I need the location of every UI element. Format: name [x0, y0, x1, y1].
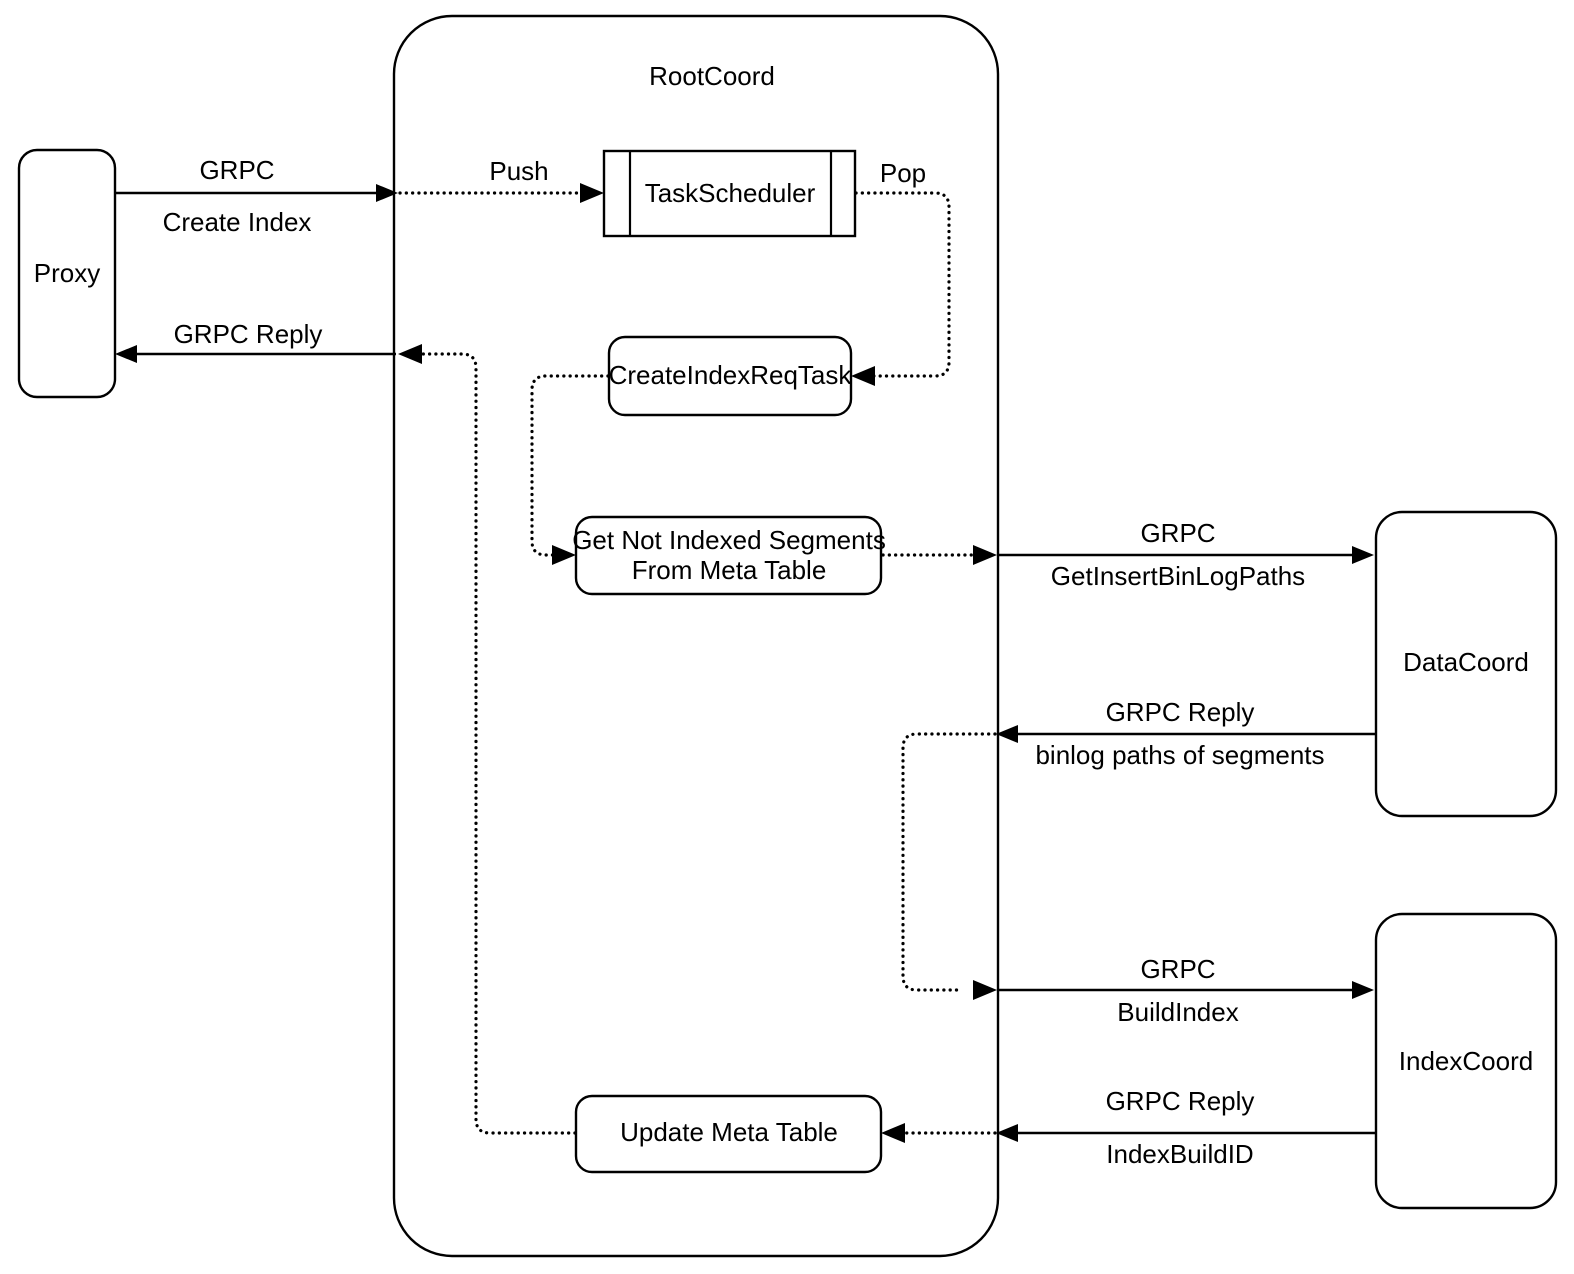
edge-rootcoord-to-proxy-label-line1: GRPC Reply [174, 319, 323, 349]
edge-datacoord-reply-label-line1: GRPC Reply [1106, 697, 1255, 727]
edge-update-meta-to-reply-line [418, 352, 577, 1135]
edge-binlog-to-buildindex[interactable] [901, 732, 997, 1000]
edge-binlog-to-buildindex-arrowhead [973, 980, 997, 1000]
edge-pop-label: Pop [880, 158, 926, 188]
edge-rootcoord-to-datacoord-label-line2: GetInsertBinLogPaths [1051, 561, 1305, 591]
data-coord-label: DataCoord [1403, 647, 1529, 677]
edge-indexcoord-reply[interactable]: GRPC Reply IndexBuildID [996, 1086, 1376, 1169]
edge-rootcoord-to-proxy-arrowhead [115, 345, 137, 363]
edge-task-to-segments-line [530, 374, 610, 557]
edge-pop-from-scheduler-arrowhead [851, 366, 875, 386]
edge-rootcoord-to-indexcoord-arrowhead [1352, 981, 1374, 999]
edge-segments-to-boundary-arrowhead [973, 545, 997, 565]
node-index-coord[interactable]: IndexCoord [1374, 912, 1558, 1210]
edge-update-meta-to-reply-arrowhead [398, 344, 422, 364]
edge-task-to-segments[interactable] [530, 374, 610, 565]
node-task-scheduler[interactable]: TaskScheduler [602, 149, 857, 238]
node-create-index-req-task[interactable]: CreateIndexReqTask [607, 335, 853, 417]
edge-proxy-to-rootcoord[interactable]: GRPC Create Index [115, 155, 398, 237]
node-get-not-indexed-segments[interactable]: Get Not Indexed Segments From Meta Table [572, 515, 886, 596]
edge-pop-from-scheduler[interactable]: Pop [851, 158, 951, 386]
edge-datacoord-reply-arrowhead [996, 725, 1018, 743]
edge-proxy-to-rootcoord-arrowhead [376, 184, 398, 202]
data-coord-box-shape [1374, 510, 1558, 818]
edge-proxy-to-rootcoord-label-line1: GRPC [199, 155, 274, 185]
edge-rootcoord-to-proxy[interactable]: GRPC Reply [115, 319, 396, 363]
edge-datacoord-reply-label-line2: binlog paths of segments [1035, 740, 1324, 770]
edge-indexcoord-reply-label-line2: IndexBuildID [1106, 1139, 1253, 1169]
edge-boundary-to-update-meta-arrowhead [881, 1123, 905, 1143]
create-index-req-task-label: CreateIndexReqTask [609, 360, 853, 390]
rootcoord-container[interactable]: RootCoord [392, 14, 1000, 1258]
node-data-coord[interactable]: DataCoord [1374, 510, 1558, 818]
proxy-box-shape [17, 148, 117, 399]
node-update-meta-table[interactable]: Update Meta Table [574, 1094, 883, 1174]
edge-update-meta-to-reply[interactable] [398, 344, 577, 1135]
get-not-indexed-segments-box-shape [574, 515, 883, 596]
rootcoord-container-shape [392, 14, 1000, 1258]
edge-rootcoord-to-indexcoord-label-line1: GRPC [1140, 954, 1215, 984]
task-scheduler-label: TaskScheduler [645, 178, 816, 208]
edge-rootcoord-to-indexcoord[interactable]: GRPC BuildIndex [997, 954, 1374, 1027]
node-proxy[interactable]: Proxy [17, 148, 117, 399]
edge-rootcoord-to-indexcoord-label-line2: BuildIndex [1117, 997, 1238, 1027]
get-not-indexed-segments-label-line1: Get Not Indexed Segments [572, 525, 886, 555]
rootcoord-label: RootCoord [649, 61, 775, 91]
edge-indexcoord-reply-label-line1: GRPC Reply [1106, 1086, 1255, 1116]
edge-task-to-segments-arrowhead [552, 545, 576, 565]
edge-push-to-scheduler-arrowhead [580, 183, 604, 203]
edge-proxy-to-rootcoord-label-line2: Create Index [163, 207, 312, 237]
edge-boundary-to-update-meta[interactable] [881, 1123, 997, 1143]
edge-segments-to-boundary[interactable] [881, 545, 997, 565]
update-meta-table-label: Update Meta Table [620, 1117, 838, 1147]
proxy-label: Proxy [34, 258, 100, 288]
edge-push-to-scheduler[interactable]: Push [398, 156, 604, 203]
edge-binlog-to-buildindex-line [901, 732, 997, 992]
edge-rootcoord-to-datacoord-label-line1: GRPC [1140, 518, 1215, 548]
edge-rootcoord-to-datacoord[interactable]: GRPC GetInsertBinLogPaths [997, 518, 1374, 591]
index-coord-box-shape [1374, 912, 1558, 1210]
edge-indexcoord-reply-arrowhead [996, 1124, 1018, 1142]
index-coord-label: IndexCoord [1399, 1046, 1533, 1076]
edge-datacoord-reply[interactable]: GRPC Reply binlog paths of segments [996, 697, 1376, 770]
get-not-indexed-segments-label-line2: From Meta Table [632, 555, 827, 585]
edge-push-label: Push [489, 156, 548, 186]
edge-rootcoord-to-datacoord-arrowhead [1352, 546, 1374, 564]
